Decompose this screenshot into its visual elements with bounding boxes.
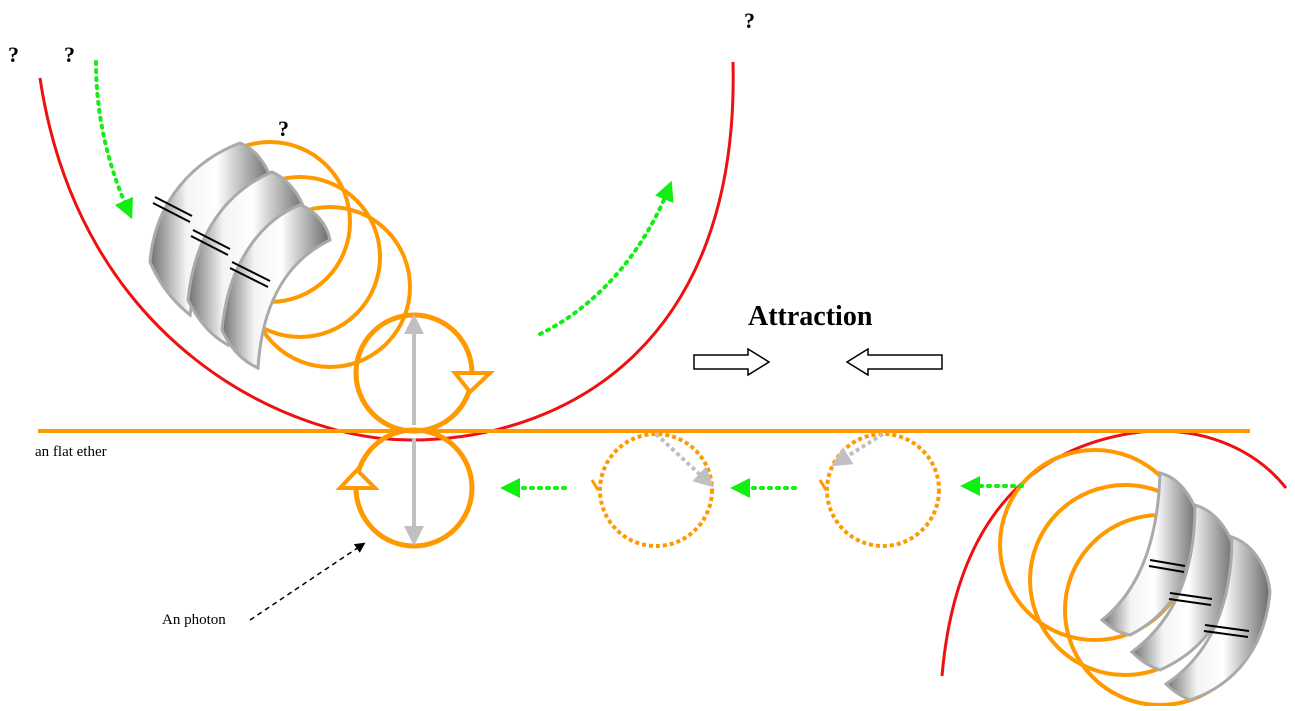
photon-ghost-1 xyxy=(590,432,714,548)
metal-segments-lower-right xyxy=(1099,471,1272,702)
rotation-marker-icon xyxy=(450,371,496,395)
photon-pointer-arrow xyxy=(249,542,366,621)
attraction-arrow-left-icon xyxy=(845,347,943,377)
flat-ether-label: an flat ether xyxy=(35,444,107,460)
metal-segments-upper-left xyxy=(148,141,332,371)
photon-ghost-2 xyxy=(818,432,941,548)
question-mark-label: ? xyxy=(64,42,75,67)
question-mark-label: ? xyxy=(744,8,755,33)
flow-arrows xyxy=(94,60,1024,498)
question-mark-label: ? xyxy=(8,42,19,67)
attraction-arrow-right-icon xyxy=(693,347,771,377)
segment-gap-marks xyxy=(1148,559,1250,638)
flow-arrow-up xyxy=(538,180,674,336)
flow-arrow-down xyxy=(94,60,134,220)
red-orbit-arc-large xyxy=(38,61,735,442)
photon xyxy=(335,312,496,549)
question-mark-label: ? xyxy=(278,116,289,141)
rotation-marker-icon xyxy=(335,467,380,490)
photon-label: An photon xyxy=(162,612,226,628)
metal-segment xyxy=(220,203,332,371)
segment-gap-marks xyxy=(152,196,271,288)
attraction-label: Attraction xyxy=(748,301,873,332)
red-orbit-arc-small xyxy=(940,429,1288,677)
